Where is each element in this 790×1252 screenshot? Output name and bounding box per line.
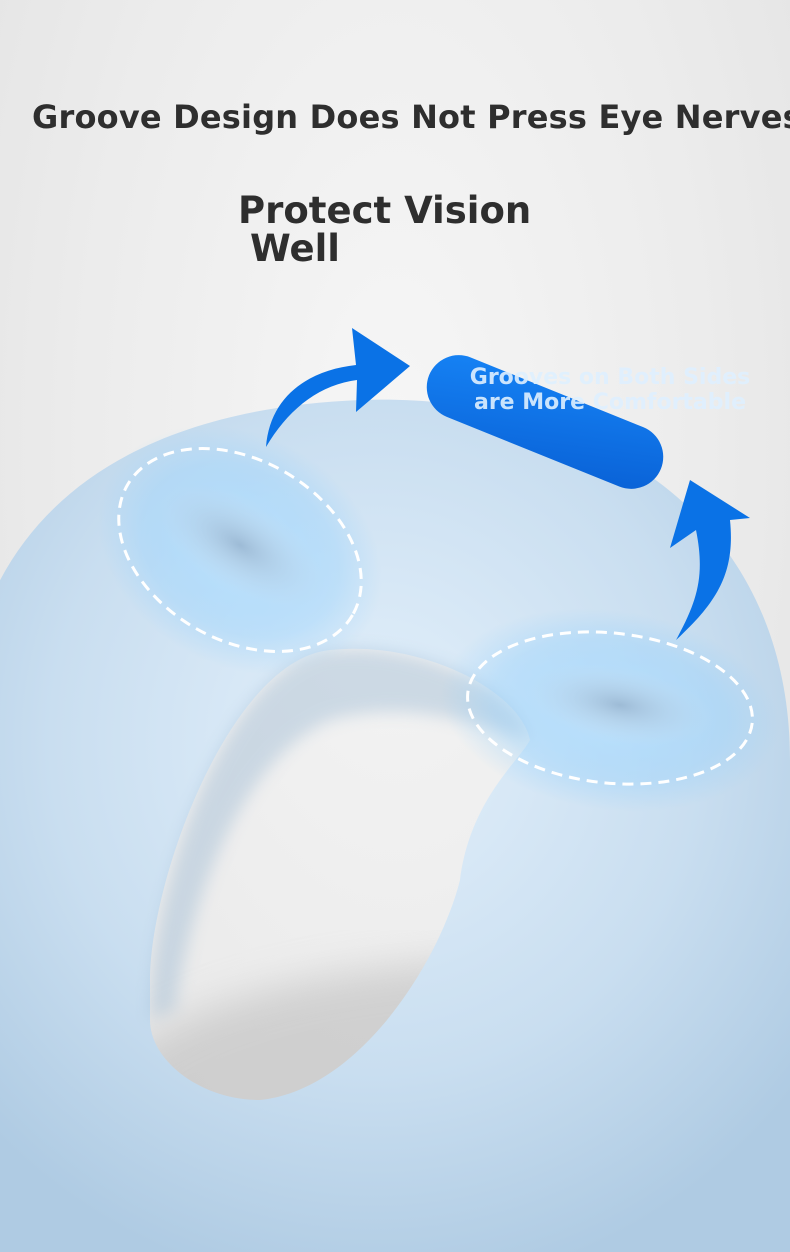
left-groove [155, 481, 325, 609]
right-arrow-icon [670, 480, 750, 640]
right-groove-outline [466, 630, 754, 786]
right-groove [526, 664, 714, 746]
headline-title: Groove Design Does Not Press Eye Nerves [32, 98, 790, 136]
callout-line-2: are More Comfortable [473, 390, 746, 415]
left-arrow-icon [266, 328, 410, 447]
subtitle-line-2: Well [250, 227, 340, 270]
left-groove-outline [117, 447, 363, 653]
headline-subtitle: Protect Vision Well [238, 192, 558, 268]
callout-label: Grooves on Both Sides are More Comfortab… [430, 365, 790, 415]
subtitle-line-1: Protect Vision [238, 189, 532, 232]
callout-pill [426, 355, 664, 489]
callout-line-1: Grooves on Both Sides [469, 365, 751, 390]
pillow-inner-shadow [150, 648, 530, 1020]
